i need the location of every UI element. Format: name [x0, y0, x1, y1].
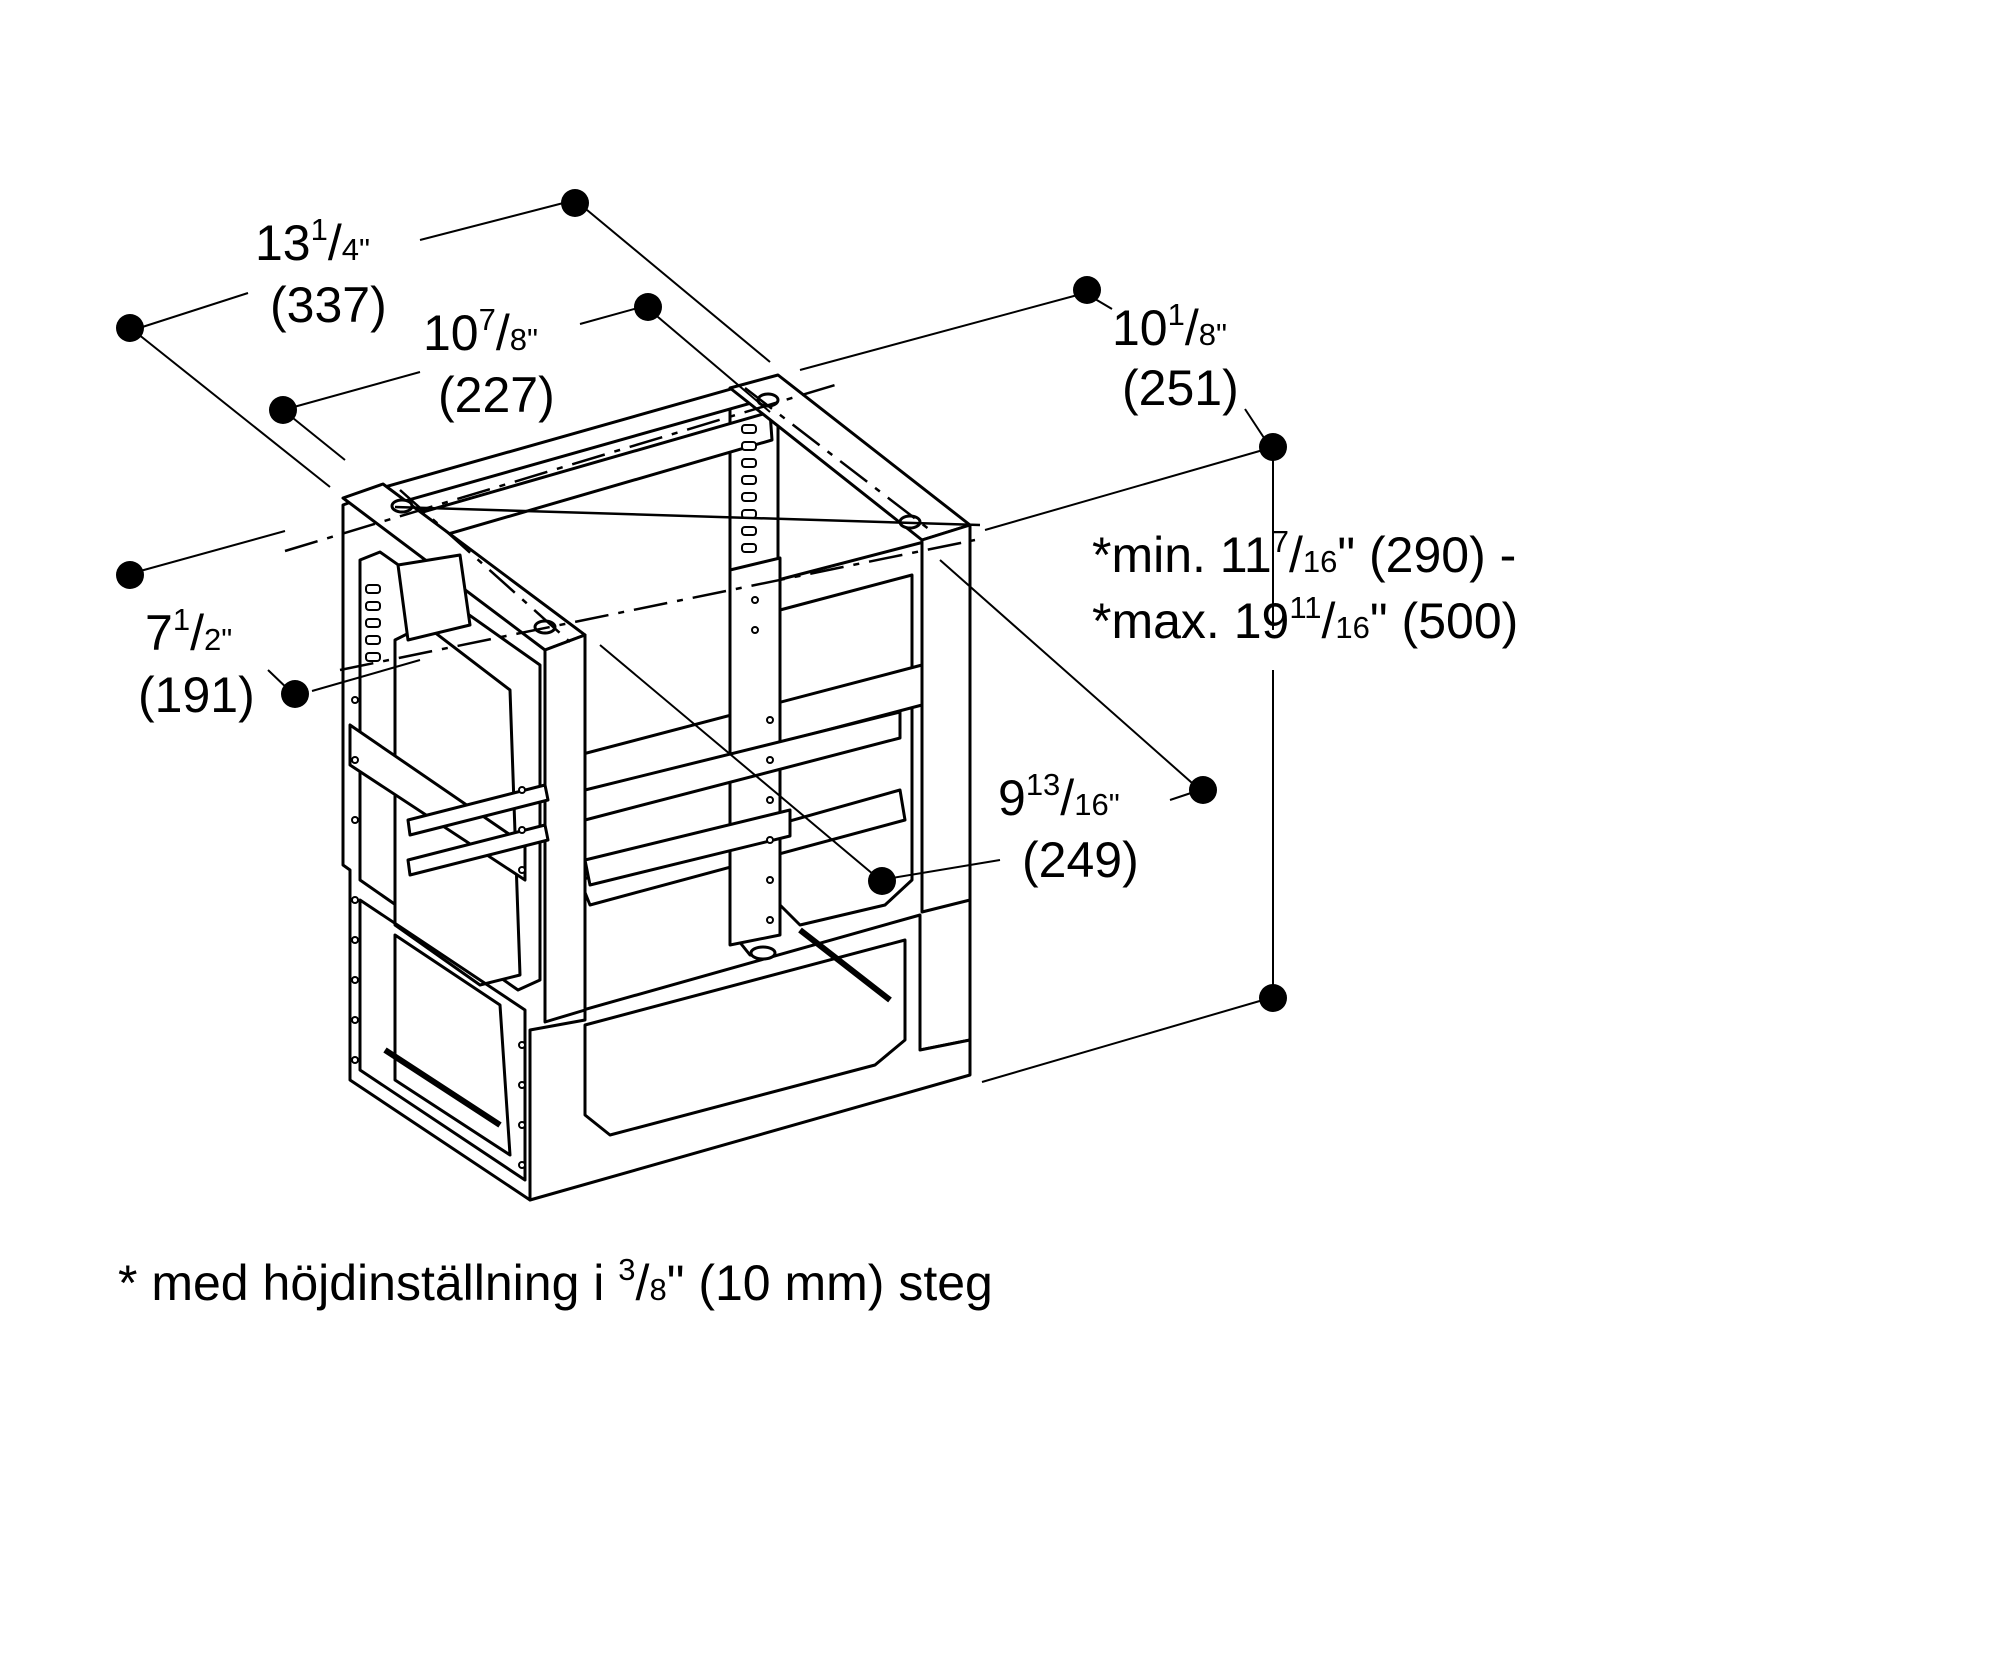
svg-text:131/4": 131/4": [255, 212, 370, 271]
dimension-label-top-depth: 131/4" (337): [255, 212, 387, 333]
svg-text:(337): (337): [270, 277, 387, 333]
dimension-label-inner-depth: 107/8" (227): [423, 302, 555, 423]
svg-text:(227): (227): [438, 367, 555, 423]
dimension-label-top-width: 101/8" (251): [1112, 297, 1239, 416]
height-range-label: *min. 117/16" (290) - *max. 1911/16" (50…: [1092, 524, 1518, 649]
footnote: * med höjdinställning i 3/8" (10 mm) ste…: [118, 1252, 993, 1311]
svg-text:(249): (249): [1022, 832, 1139, 888]
height-adjustable-stand-drawing: [341, 373, 972, 1202]
svg-text:107/8": 107/8": [423, 302, 538, 361]
svg-text:*max. 1911/16" (500): *max. 1911/16" (500): [1092, 590, 1518, 649]
svg-text:* med höjdinställning i 3/8" (: * med höjdinställning i 3/8" (10 mm) ste…: [118, 1252, 993, 1311]
adjustment-holes: [351, 424, 774, 1169]
center-lines: [284, 383, 981, 672]
svg-text:*min. 117/16" (290) -: *min. 117/16" (290) -: [1092, 524, 1516, 583]
dimension-label-diagonal-depth: 913/16" (249): [998, 767, 1139, 888]
svg-text:913/16": 913/16": [998, 767, 1120, 826]
svg-text:101/8": 101/8": [1112, 297, 1227, 356]
dimension-label-inner-width: 71/2" (191): [138, 602, 255, 723]
dimension-endpoints: [116, 189, 1287, 1012]
svg-text:(191): (191): [138, 667, 255, 723]
svg-text:(251): (251): [1122, 360, 1239, 416]
svg-text:71/2": 71/2": [145, 602, 232, 661]
